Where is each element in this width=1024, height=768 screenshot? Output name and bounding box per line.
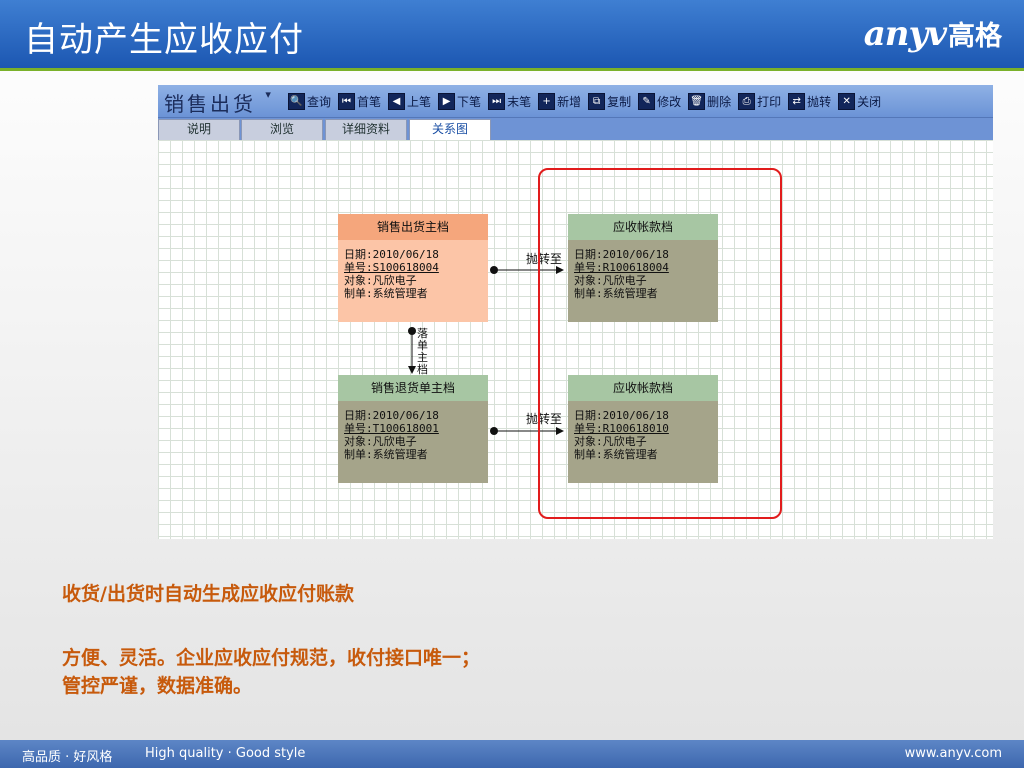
previous-record-icon: ◀ xyxy=(388,92,406,110)
caption-body-line1: 方便、灵活。企业应收应付规范，收付接口唯一； xyxy=(62,647,481,669)
last-record-icon: ⏭ xyxy=(488,92,506,110)
module-label: 销售出货 xyxy=(164,92,256,116)
highlight-box xyxy=(538,168,782,519)
search-icon: 🔍 xyxy=(288,92,305,110)
first-record-icon: ⏮ xyxy=(338,92,356,110)
printer-icon: ⎙ xyxy=(738,92,756,110)
node-number-link[interactable]: 单号:T100618001 xyxy=(344,422,439,435)
app-screenshot: 销售出货 ▾ 🔍查询⏮首笔◀上笔▶下笔⏭末笔+新增⧉复制✎修改🗑删除⎙打印⇄抛转… xyxy=(158,85,993,539)
connector-ship-to-ar xyxy=(490,266,564,274)
node-body: 日期:2010/06/18 单号:S100618004 对象:凡欣电子 制单:系… xyxy=(338,240,488,322)
tab-relation-diagram[interactable]: 关系图 xyxy=(409,119,491,141)
toolbar-button-label: 修改 xyxy=(657,94,682,109)
relation-diagram-canvas: 销售出货主档 日期:2010/06/18 单号:S100618004 对象:凡欣… xyxy=(158,140,993,539)
toolbar-button[interactable]: ◀上笔 xyxy=(386,89,433,113)
toolbar-button-label: 新增 xyxy=(557,94,582,109)
toolbar-button-label: 末笔 xyxy=(507,94,532,109)
toolbar-button-label: 上笔 xyxy=(407,94,432,109)
node-body: 日期:2010/06/18 单号:R100618004 对象:凡欣电子 制单:系… xyxy=(568,240,718,322)
edge-label-vertical: 落单主档 xyxy=(417,327,428,376)
tab-details[interactable]: 详细资料 xyxy=(325,119,407,140)
toolbar-button-label: 下笔 xyxy=(457,94,482,109)
node-date: 日期:2010/06/18 xyxy=(344,409,439,422)
toolbar-button[interactable]: ⏭末笔 xyxy=(486,89,533,113)
node-date: 日期:2010/06/18 xyxy=(574,248,669,261)
node-sales-shipment[interactable]: 销售出货主档 日期:2010/06/18 单号:S100618004 对象:凡欣… xyxy=(338,214,488,322)
toolbar-button[interactable]: ▶下笔 xyxy=(436,89,483,113)
connector-return-to-ar xyxy=(490,427,564,435)
chevron-down-icon: ▾ xyxy=(265,88,274,101)
slide-footer: 高品质 · 好风格 High quality · Good style www.… xyxy=(0,740,1024,768)
footer-url: www.anyv.com xyxy=(904,746,1002,761)
node-party: 对象:凡欣电子 xyxy=(344,435,417,448)
node-title: 应收帐款档 xyxy=(568,375,718,401)
tab-browse[interactable]: 浏览 xyxy=(241,119,323,140)
node-creator: 制单:系统管理者 xyxy=(344,287,428,300)
next-record-icon: ▶ xyxy=(438,92,456,110)
node-title: 销售退货单主档 xyxy=(338,375,488,401)
close-icon: ✕ xyxy=(838,92,856,110)
toolbar-button[interactable]: ✎修改 xyxy=(636,89,683,113)
toolbar-button[interactable]: ⏮首笔 xyxy=(336,89,383,113)
brand-logo-latin: anyv xyxy=(863,14,947,54)
node-number-link[interactable]: 单号:R100618010 xyxy=(574,422,669,435)
toolbar-button-label: 打印 xyxy=(757,94,782,109)
toolbar-button[interactable]: 🗑删除 xyxy=(686,89,733,113)
node-receivable-2[interactable]: 应收帐款档 日期:2010/06/18 单号:R100618010 对象:凡欣电… xyxy=(568,375,718,483)
node-body: 日期:2010/06/18 单号:R100618010 对象:凡欣电子 制单:系… xyxy=(568,401,718,483)
diagram-connectors xyxy=(408,266,564,435)
caption-headline: 收货/出货时自动生成应收应付账款 xyxy=(62,583,354,605)
toolbar-button[interactable]: ⇄抛转 xyxy=(786,89,833,113)
node-creator: 制单:系统管理者 xyxy=(574,287,658,300)
node-number-link[interactable]: 单号:R100618004 xyxy=(574,261,669,274)
edit-icon: ✎ xyxy=(638,92,656,110)
trash-icon: 🗑 xyxy=(688,92,706,110)
toolbar-button[interactable]: +新增 xyxy=(536,89,583,113)
node-body: 日期:2010/06/18 单号:T100618001 对象:凡欣电子 制单:系… xyxy=(338,401,488,483)
module-selector[interactable]: 销售出货 ▾ xyxy=(164,88,274,116)
node-creator: 制单:系统管理者 xyxy=(344,448,428,461)
edge-label-transfer: 抛转至 xyxy=(526,412,563,426)
footer-slogan-cn: 高品质 · 好风格 xyxy=(22,750,113,765)
transfer-icon: ⇄ xyxy=(788,92,806,110)
toolbar-button-label: 抛转 xyxy=(807,94,832,109)
toolbar-button-label: 首笔 xyxy=(357,94,382,109)
copy-icon: ⧉ xyxy=(588,92,606,110)
edge-label-transfer: 抛转至 xyxy=(526,252,563,266)
toolbar-button[interactable]: ✕关闭 xyxy=(836,89,883,113)
node-date: 日期:2010/06/18 xyxy=(344,248,439,261)
toolbar: 销售出货 ▾ 🔍查询⏮首笔◀上笔▶下笔⏭末笔+新增⧉复制✎修改🗑删除⎙打印⇄抛转… xyxy=(158,85,993,118)
new-document-icon: + xyxy=(538,92,556,110)
slide-title: 自动产生应收应付 xyxy=(24,20,304,60)
node-date: 日期:2010/06/18 xyxy=(574,409,669,422)
toolbar-button-label: 关闭 xyxy=(857,94,882,109)
toolbar-buttons: 🔍查询⏮首笔◀上笔▶下笔⏭末笔+新增⧉复制✎修改🗑删除⎙打印⇄抛转✕关闭 xyxy=(286,89,883,113)
tab-description[interactable]: 说明 xyxy=(158,119,240,140)
toolbar-button[interactable]: ⧉复制 xyxy=(586,89,633,113)
footer-slogan-en: High quality · Good style xyxy=(145,746,306,761)
node-title: 销售出货主档 xyxy=(338,214,488,240)
node-number-link[interactable]: 单号:S100618004 xyxy=(344,261,439,274)
toolbar-button-label: 复制 xyxy=(607,94,632,109)
toolbar-button[interactable]: ⎙打印 xyxy=(736,89,783,113)
brand-logo-cn: 高格 xyxy=(948,21,1002,52)
caption-body-line2: 管控严谨，数据准确。 xyxy=(62,675,253,697)
connector-return-to-ship xyxy=(408,327,416,374)
node-party: 对象:凡欣电子 xyxy=(344,274,417,287)
node-creator: 制单:系统管理者 xyxy=(574,448,658,461)
toolbar-button-label: 删除 xyxy=(707,94,732,109)
header-divider xyxy=(0,68,1024,71)
slide-header: 自动产生应收应付 anyv 高格 xyxy=(0,0,1024,68)
node-party: 对象:凡欣电子 xyxy=(574,274,647,287)
node-party: 对象:凡欣电子 xyxy=(574,435,647,448)
node-title: 应收帐款档 xyxy=(568,214,718,240)
toolbar-button-label: 查询 xyxy=(307,94,332,109)
toolbar-button[interactable]: 🔍查询 xyxy=(286,89,333,113)
node-receivable-1[interactable]: 应收帐款档 日期:2010/06/18 单号:R100618004 对象:凡欣电… xyxy=(568,214,718,322)
brand-logo: anyv 高格 xyxy=(864,14,1002,54)
node-sales-return[interactable]: 销售退货单主档 日期:2010/06/18 单号:T100618001 对象:凡… xyxy=(338,375,488,483)
tab-bar: 说明 浏览 详细资料 关系图 xyxy=(158,118,993,141)
